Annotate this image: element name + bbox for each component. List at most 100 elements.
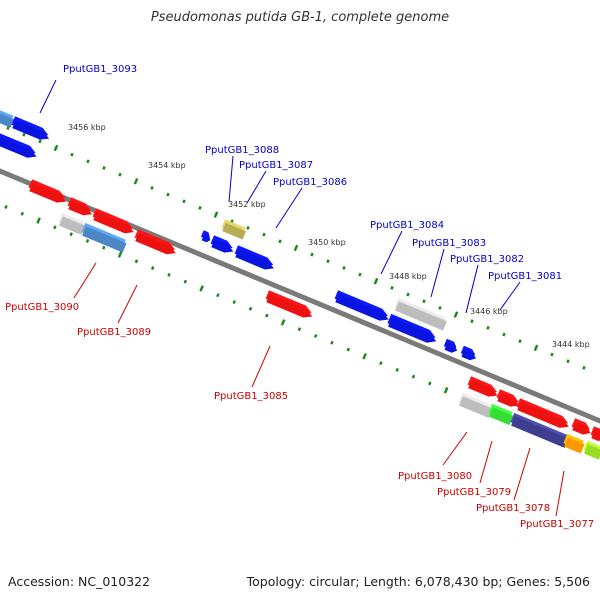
gene-3079c-body: [591, 429, 600, 442]
gene-label-3087[interactable]: PputGB1_3087: [239, 160, 313, 171]
gene-label-3084[interactable]: PputGB1_3084: [370, 220, 444, 231]
gene-3081-body: [461, 349, 476, 361]
gene-3093[interactable]: [10, 116, 52, 142]
label-leader-lines: [39, 79, 565, 517]
leader-3079: [479, 440, 493, 484]
upper-tick: [390, 285, 394, 290]
lower-tick: [346, 347, 351, 352]
lower-tick: [313, 334, 318, 338]
map-title: Pseudomonas putida GB-1, complete genome: [150, 10, 450, 25]
leader-3090: [73, 262, 97, 299]
leader-3088: [228, 155, 234, 203]
gene-3083[interactable]: [393, 297, 448, 331]
gene-label-3093[interactable]: PputGB1_3093: [63, 64, 137, 75]
upper-tick: [198, 206, 202, 210]
leader-3084: [380, 230, 403, 275]
gene-3080b-body: [497, 392, 520, 407]
lower-tick: [443, 387, 449, 394]
gene-3092-body: [0, 134, 37, 158]
gene-3092[interactable]: [0, 131, 39, 161]
gene-label-3083[interactable]: PputGB1_3083: [412, 238, 486, 249]
leader-3086: [275, 187, 303, 229]
gene-partial-steel[interactable]: [0, 107, 15, 128]
lower-tick: [395, 367, 399, 372]
gene-3085[interactable]: [264, 290, 315, 320]
gene-3083b[interactable]: [386, 313, 439, 346]
lower-tick: [216, 293, 220, 298]
gene-3079b[interactable]: [570, 418, 593, 437]
tick-marks: [4, 126, 586, 394]
genome-summary-text: Topology: circular; Length: 6,078,430 bp…: [246, 574, 590, 589]
scale-label-3446: 3446 kbp: [470, 307, 508, 316]
gene-3085-body: [266, 293, 313, 318]
lower-tick: [280, 319, 286, 326]
upper-tick: [293, 244, 299, 252]
gene-3082[interactable]: [443, 338, 460, 355]
gene-3083b-body: [388, 317, 437, 343]
gene-3091-body: [29, 182, 67, 203]
upper-tick: [422, 299, 426, 304]
gene-3079b-body: [572, 421, 591, 435]
upper-tick: [518, 339, 522, 344]
upper-tick: [118, 172, 122, 177]
lower-tick: [362, 353, 367, 360]
gene-3087b[interactable]: [209, 235, 236, 255]
gene-3079[interactable]: [487, 403, 514, 426]
scale-label-3448: 3448 kbp: [389, 272, 427, 281]
gene-3087[interactable]: [220, 219, 247, 240]
gene-3090b[interactable]: [91, 208, 136, 236]
gene-3084[interactable]: [333, 290, 391, 323]
gene-label-3090[interactable]: PputGB1_3090: [5, 302, 79, 313]
gene-3088[interactable]: [200, 230, 213, 243]
gene-3090a[interactable]: [66, 197, 95, 218]
gene-3080a[interactable]: [466, 376, 500, 399]
gene-3081[interactable]: [460, 345, 479, 362]
gene-3077[interactable]: [562, 433, 585, 454]
scale-label-3456: 3456 kbp: [68, 123, 106, 132]
upper-tick: [53, 144, 59, 152]
gene-label-3085[interactable]: PputGB1_3085: [214, 391, 288, 402]
gene-3090a-body: [68, 200, 93, 216]
lower-tick: [183, 279, 188, 284]
gene-3079-body: [489, 407, 514, 426]
gene-3076[interactable]: [582, 440, 600, 460]
upper-tick: [486, 325, 490, 330]
upper-tick: [246, 225, 250, 230]
gene-label-3088[interactable]: PputGB1_3088: [205, 145, 279, 156]
upper-tick: [38, 139, 42, 144]
gene-3089-grey[interactable]: [57, 212, 86, 235]
upper-tick: [278, 239, 282, 244]
lower-tick: [69, 232, 73, 237]
gene-3079c[interactable]: [589, 426, 600, 442]
gene-3080b[interactable]: [495, 389, 522, 409]
gene-3091[interactable]: [27, 179, 69, 205]
gene-3086-body: [235, 248, 274, 270]
gene-label-3089[interactable]: PputGB1_3089: [77, 327, 151, 338]
gene-3083-body: [395, 301, 447, 331]
gene-3088r[interactable]: [133, 229, 178, 257]
gene-3086[interactable]: [233, 245, 276, 272]
lower-tick: [102, 245, 106, 250]
gene-3079a[interactable]: [515, 398, 571, 431]
leader-3085: [251, 345, 271, 388]
lower-tick: [379, 361, 383, 366]
scale-label-3454: 3454 kbp: [148, 161, 186, 170]
gene-label-3079[interactable]: PputGB1_3079: [437, 487, 511, 498]
gene-3078[interactable]: [509, 412, 569, 448]
gene-label-3081[interactable]: PputGB1_3081: [488, 271, 562, 282]
gene-label-3082[interactable]: PputGB1_3082: [450, 254, 524, 265]
gene-label-3077[interactable]: PputGB1_3077: [520, 519, 594, 530]
gene-3089[interactable]: [80, 222, 127, 253]
lower-tick: [411, 374, 416, 379]
gene-3080[interactable]: [457, 392, 493, 418]
leader-3081: [499, 281, 521, 311]
gene-label-3086[interactable]: PputGB1_3086: [273, 177, 347, 188]
leader-3083: [430, 248, 445, 298]
upper-tick: [582, 365, 586, 370]
upper-tick: [358, 272, 362, 277]
upper-tick: [150, 186, 154, 190]
gene-label-3080[interactable]: PputGB1_3080: [398, 471, 472, 482]
leader-3093: [39, 79, 57, 114]
upper-tick: [86, 159, 90, 164]
gene-label-3078[interactable]: PputGB1_3078: [476, 503, 550, 514]
